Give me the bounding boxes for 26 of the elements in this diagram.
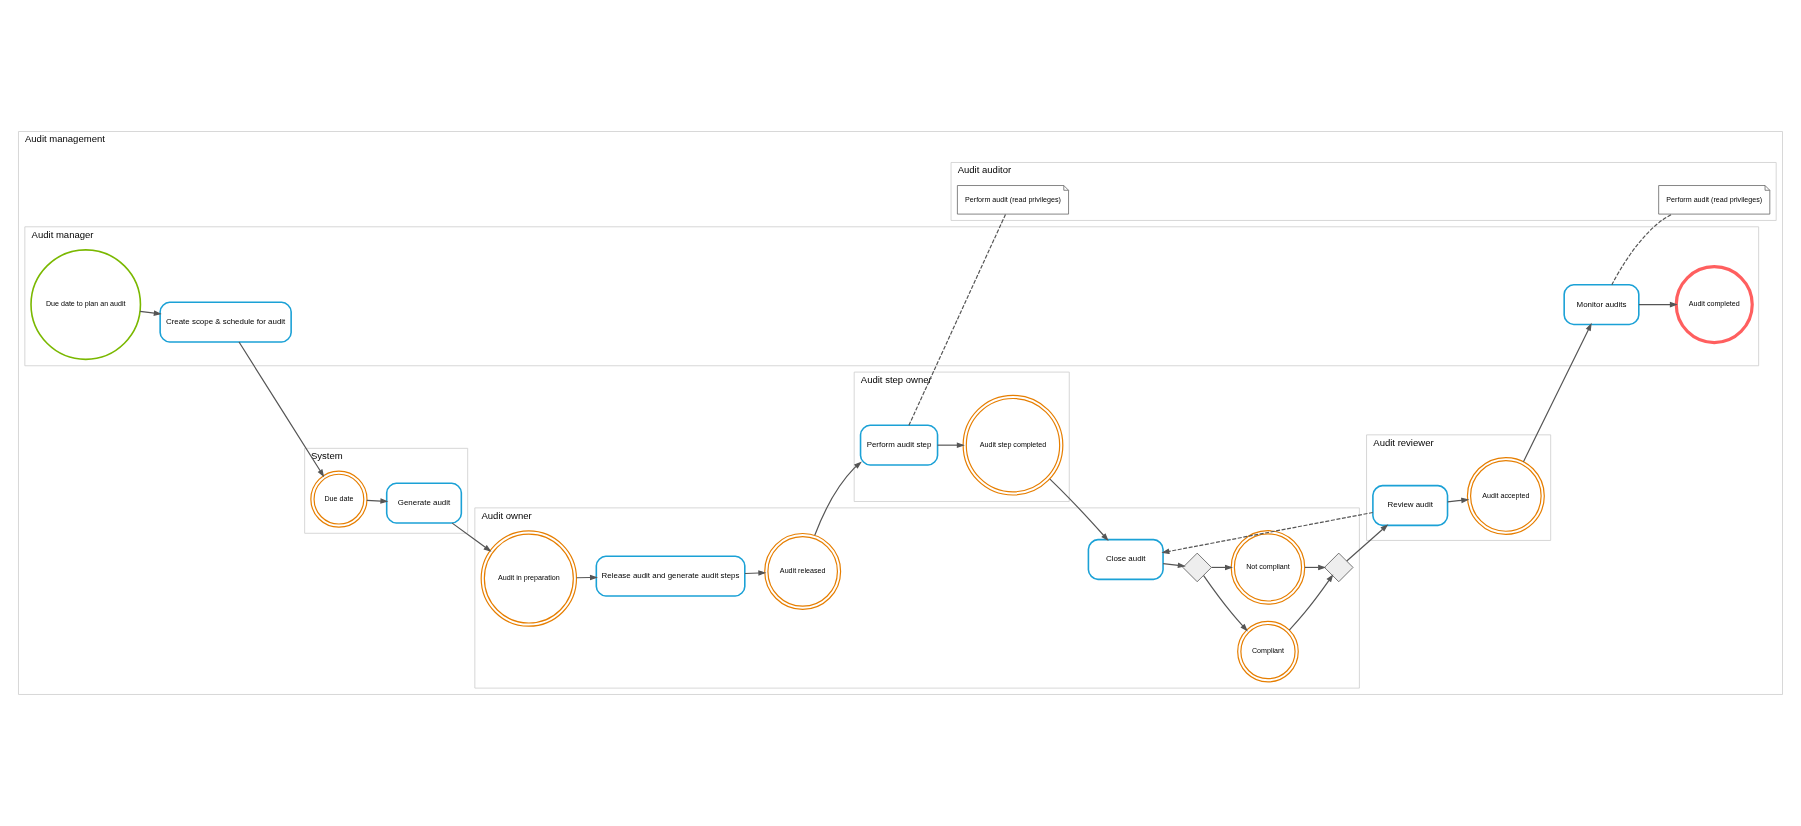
arrow	[1203, 575, 1248, 632]
arrow	[936, 442, 965, 448]
node-box: Release audit and generate audit steps	[595, 555, 746, 597]
arrow	[1162, 562, 1186, 569]
arrow	[366, 498, 389, 504]
arrow	[1638, 301, 1678, 308]
arrow	[1288, 574, 1334, 631]
arrow	[1161, 511, 1374, 555]
arrow	[1447, 497, 1470, 504]
arrow	[238, 341, 325, 478]
arrow	[1346, 524, 1389, 562]
arrow	[1049, 478, 1109, 541]
node-box: Close audit	[1087, 538, 1164, 581]
arrow	[814, 461, 862, 536]
node-box: Review audit	[1372, 484, 1449, 527]
arrow	[139, 310, 162, 316]
node-box: Monitor audits	[1563, 283, 1640, 326]
arrow	[451, 522, 492, 552]
arrow	[744, 570, 767, 576]
node-box: Perform audit step	[859, 424, 939, 466]
connector	[1611, 213, 1673, 286]
connector	[908, 213, 1007, 426]
arrow	[1522, 322, 1592, 463]
node-box: Create scope & schedule for audit	[159, 301, 292, 343]
node-box: Generate audit	[385, 482, 463, 524]
node-diamond	[1182, 552, 1212, 583]
